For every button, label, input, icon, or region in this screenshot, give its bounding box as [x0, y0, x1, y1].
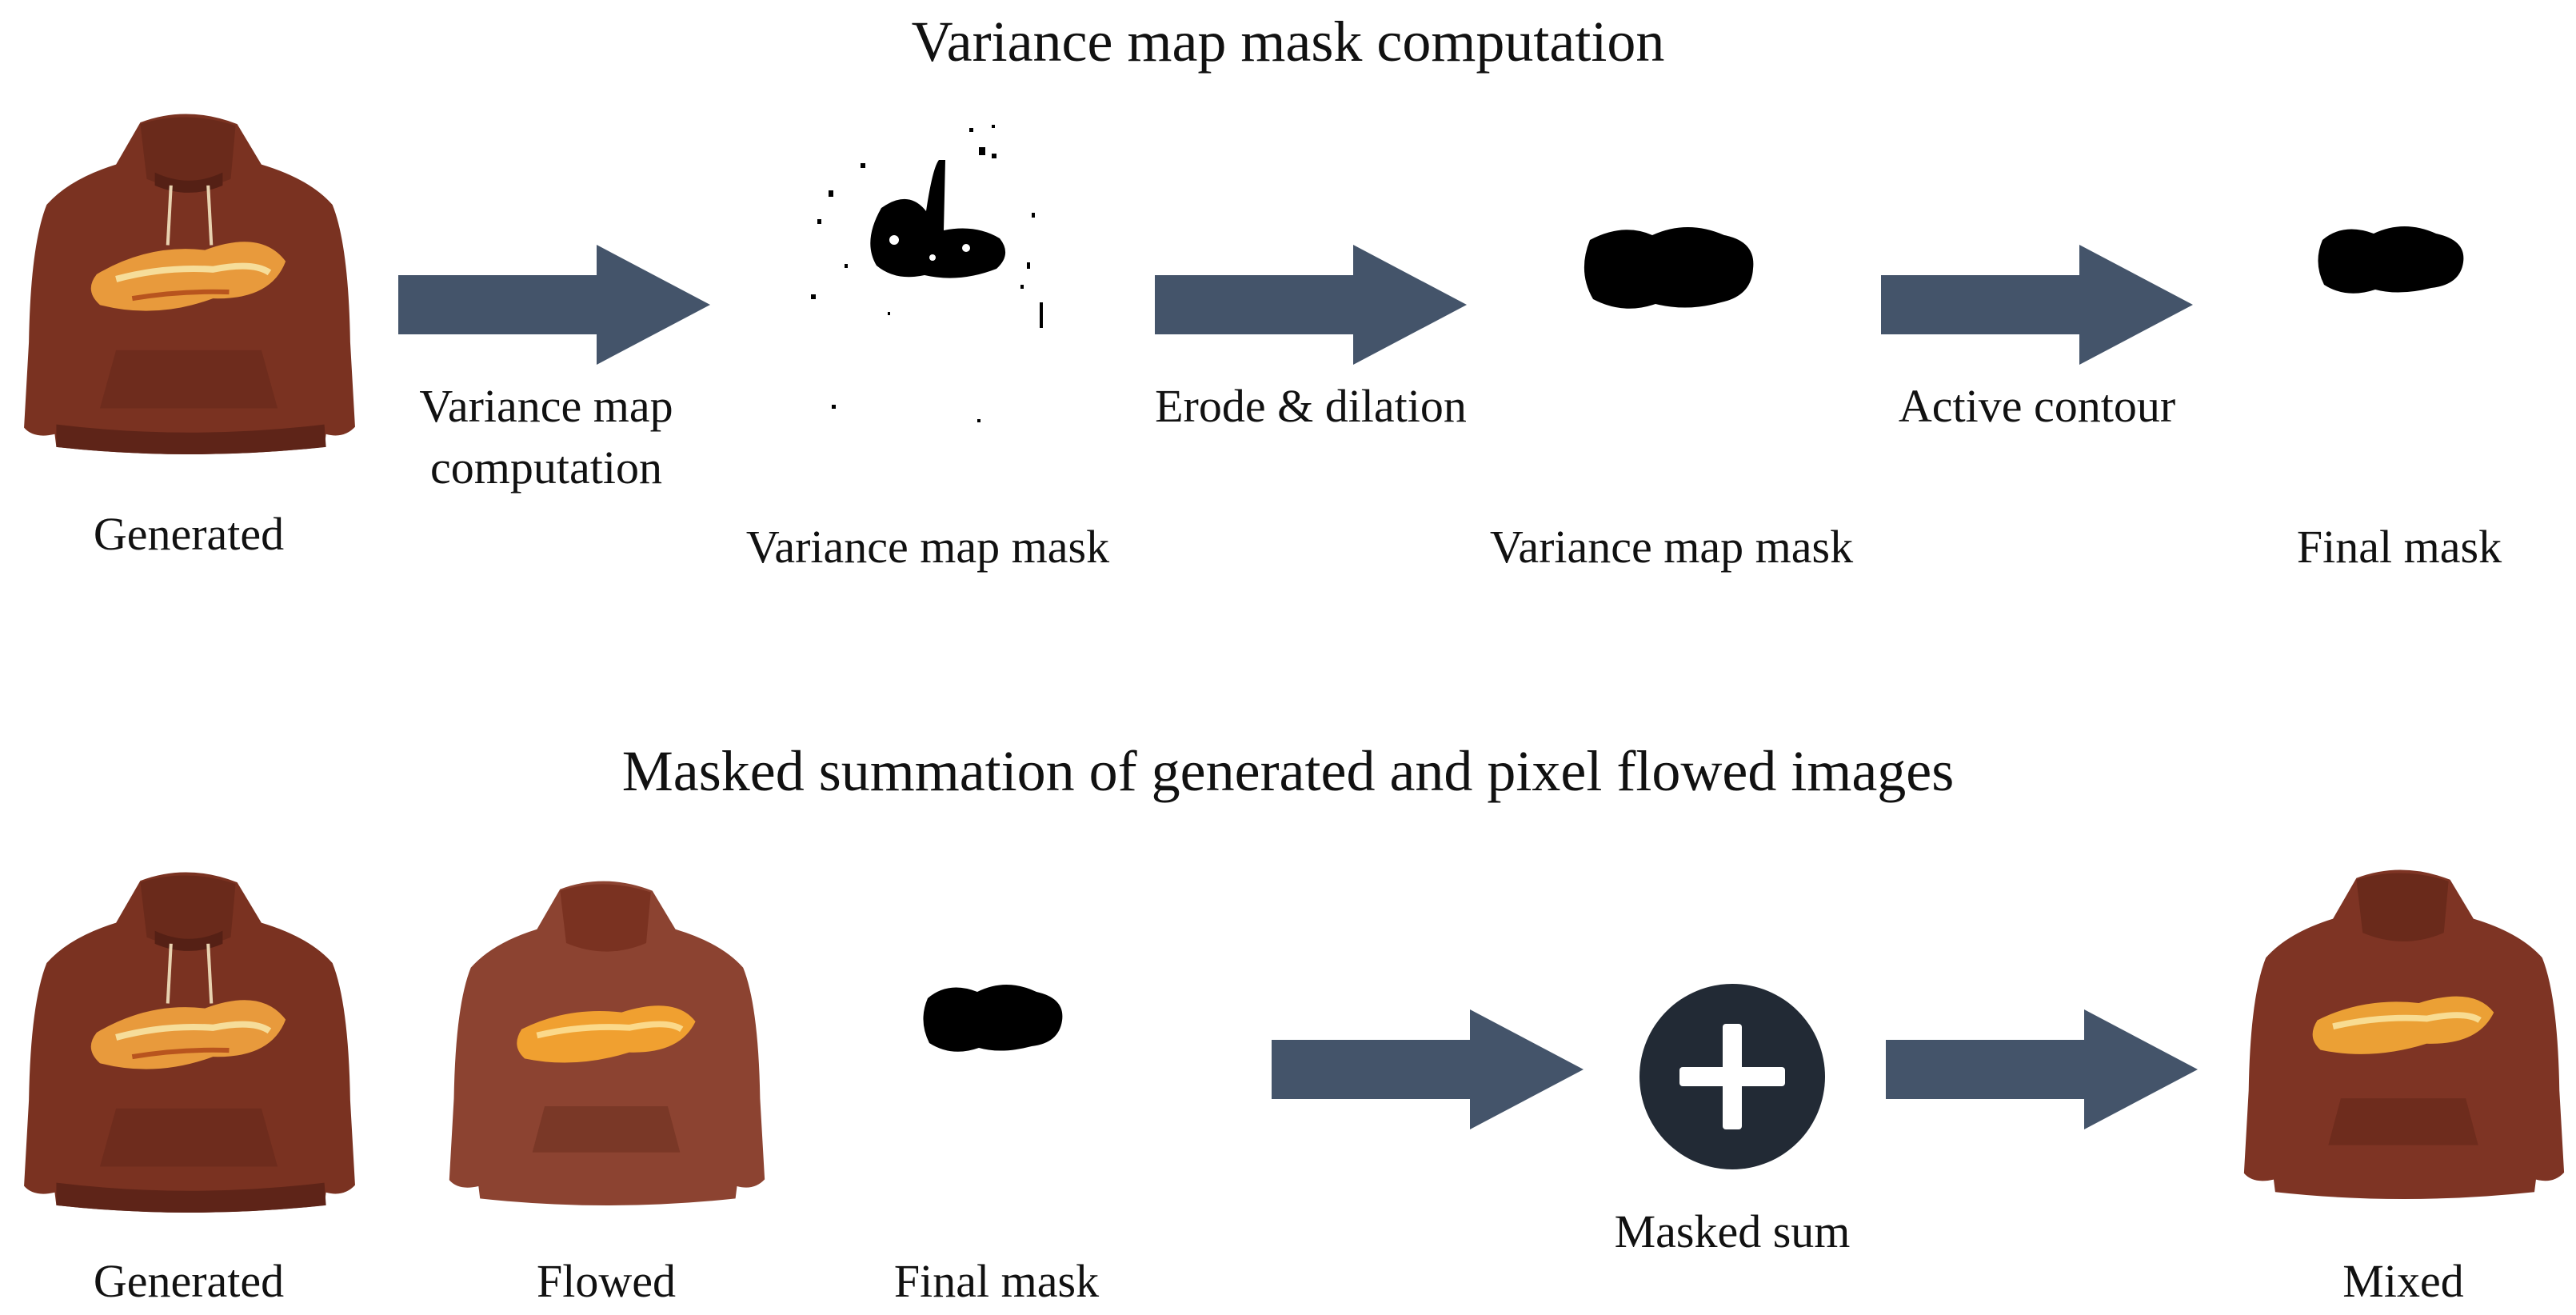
final-mask-label-2: Final mask	[893, 1255, 1100, 1307]
variance-map-mask-raw-image	[768, 112, 1088, 448]
variance-map-mask-label-2: Variance map mask	[1489, 521, 1854, 573]
generated-label-2: Generated	[93, 1255, 285, 1307]
generated-label: Generated	[93, 508, 285, 560]
section2-title: Masked summation of generated and pixel …	[621, 739, 1955, 803]
section1-title: Variance map mask computation	[911, 10, 1665, 74]
mixed-label: Mixed	[2342, 1255, 2464, 1307]
right-arrow-icon	[1272, 1009, 1584, 1129]
step-erode-dilation-label: Erode & dilation	[1155, 380, 1467, 432]
final-mask-image-2	[917, 974, 1068, 1062]
hoodie-flowed-image	[445, 875, 768, 1214]
flowed-label: Flowed	[537, 1255, 676, 1307]
right-arrow-icon	[398, 245, 710, 365]
variance-map-mask-label: Variance map mask	[745, 521, 1110, 573]
step-variance-label: Variance map computation	[419, 380, 673, 494]
plus-icon	[1638, 982, 1827, 1171]
right-arrow-icon	[1881, 245, 2193, 365]
step-active-contour-label: Active contour	[1898, 380, 2176, 432]
hoodie-generated-image-2	[19, 865, 358, 1222]
final-mask-label: Final mask	[2296, 521, 2502, 573]
masked-sum-label: Masked sum	[1614, 1205, 1851, 1257]
right-arrow-icon	[1155, 245, 1467, 365]
right-arrow-icon	[1886, 1009, 2198, 1129]
variance-map-mask-clean-image	[1576, 216, 1767, 320]
hoodie-mixed-image	[2239, 864, 2567, 1208]
final-mask-image	[2311, 216, 2471, 304]
hoodie-generated-image	[19, 107, 358, 464]
